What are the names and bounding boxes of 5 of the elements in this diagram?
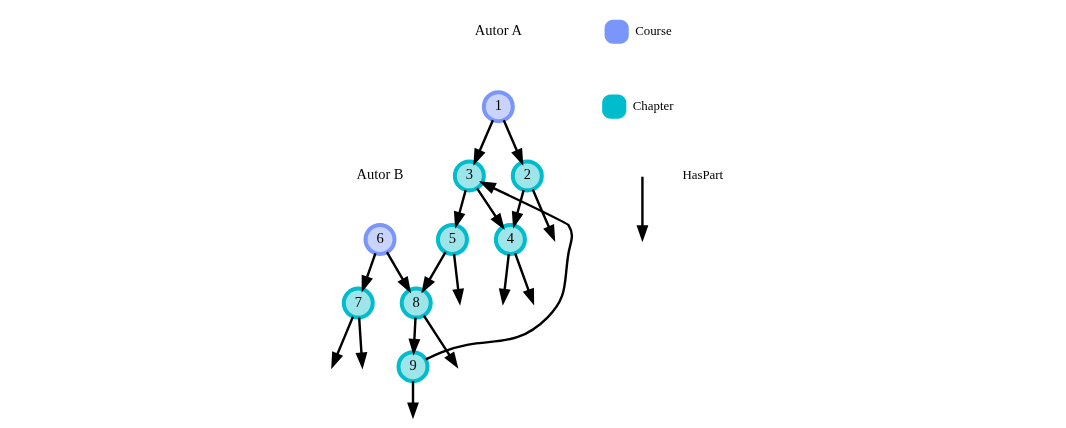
- legend-label: HasPart: [682, 167, 724, 182]
- legend-label: Chapter: [632, 98, 674, 113]
- label: Autor A: [474, 22, 522, 39]
- label: Autor B: [356, 166, 404, 183]
- legend-label: Course: [635, 23, 672, 38]
